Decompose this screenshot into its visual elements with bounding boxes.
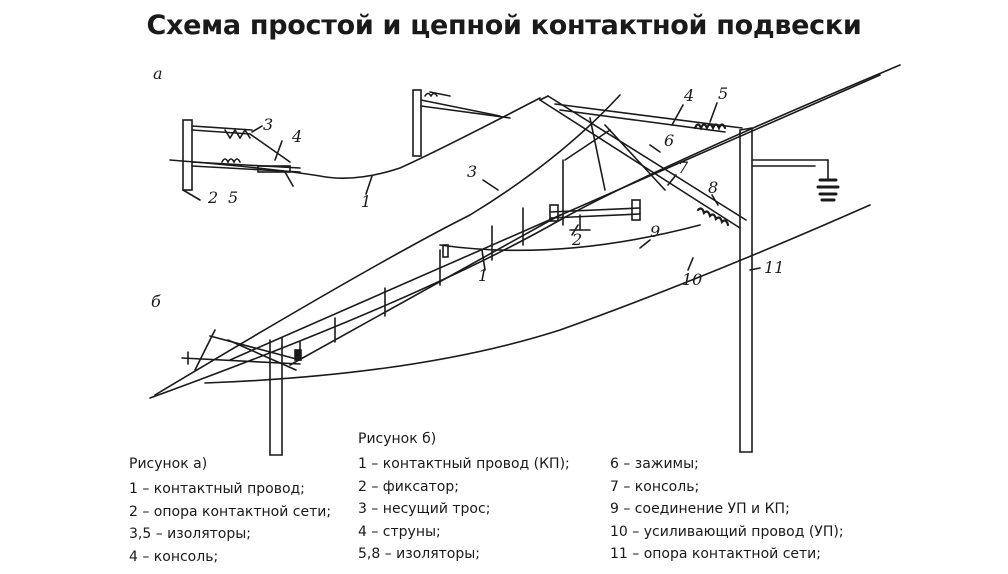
label-a-1: 1 bbox=[361, 192, 372, 211]
label-b-2: 2 bbox=[572, 230, 583, 249]
legend-item: 2 – фиксатор; bbox=[358, 478, 459, 495]
insulator-b8 bbox=[696, 207, 730, 227]
legend-item: 1 – контактный провод; bbox=[129, 481, 305, 497]
insulator-b5 bbox=[693, 123, 727, 131]
legend-b-col1: 1 – контактный провод (КП); 2 – фиксатор… bbox=[358, 453, 570, 566]
label-b-7: 7 bbox=[678, 158, 689, 177]
label-b-6: 6 bbox=[664, 131, 675, 150]
label-b-4: 4 bbox=[684, 86, 695, 105]
legend-a-list: 1 – контактный провод; 2 – опора контакт… bbox=[129, 478, 331, 568]
messenger-wire bbox=[154, 94, 621, 396]
legend-b-heading: Рисунок б) bbox=[358, 431, 437, 447]
label-a-3: 3 bbox=[263, 115, 274, 134]
label-b-8: 8 bbox=[708, 178, 719, 197]
droppers bbox=[299, 159, 564, 359]
legend-b-col2: 6 – зажимы; 7 – консоль; 9 – соединение … bbox=[610, 453, 844, 566]
figure-label-b: б bbox=[151, 292, 161, 311]
label-a-2: 2 bbox=[208, 188, 219, 207]
label-b-10: 10 bbox=[682, 270, 703, 289]
legend-item: 4 – струны; bbox=[358, 523, 441, 540]
label-b-3: 3 bbox=[467, 162, 478, 181]
connection-wire bbox=[439, 224, 701, 252]
pole-a-left bbox=[182, 119, 193, 191]
label-b-9: 9 bbox=[650, 222, 661, 241]
legend-item: 3 – несущий трос; bbox=[358, 501, 491, 517]
reinforcing-wire bbox=[204, 204, 871, 384]
legend-item: 10 – усиливающий провод (УП); bbox=[610, 523, 844, 540]
legend-a-heading: Рисунок а) bbox=[129, 456, 208, 472]
legend-item: 9 – соединение УП и КП; bbox=[610, 501, 790, 517]
legend-item: 7 – консоль; bbox=[610, 478, 700, 495]
fixator bbox=[549, 207, 641, 213]
label-b-1: 1 bbox=[478, 266, 489, 285]
figure-a-drawing bbox=[169, 89, 541, 201]
label-a-5: 5 bbox=[228, 188, 239, 207]
contact-wire-a bbox=[169, 97, 541, 180]
figure-b-drawing bbox=[149, 64, 901, 456]
legend-item: 6 – зажимы; bbox=[610, 456, 699, 472]
pole-a-right bbox=[412, 89, 422, 157]
label-b-11: 11 bbox=[764, 258, 785, 277]
figure-label-a: а bbox=[153, 64, 163, 83]
legend-item: 3,5 – изоляторы; bbox=[129, 526, 252, 542]
insulator-a5 bbox=[221, 158, 241, 164]
label-b-5: 5 bbox=[718, 84, 729, 103]
label-a-4: 4 bbox=[292, 127, 303, 146]
legend-item: 1 – контактный провод (КП); bbox=[358, 456, 570, 472]
legend-item: 11 – опора контактной сети; bbox=[610, 546, 821, 562]
legend-item: 2 – опора контактной сети; bbox=[129, 503, 332, 520]
diagram-title: Схема простой и цепной контактной подвес… bbox=[146, 10, 862, 41]
contact-wire-b bbox=[149, 64, 901, 399]
legend-item: 5,8 – изоляторы; bbox=[358, 546, 481, 562]
legend-item: 4 – консоль; bbox=[129, 548, 219, 565]
insulator-a3 bbox=[224, 128, 251, 140]
